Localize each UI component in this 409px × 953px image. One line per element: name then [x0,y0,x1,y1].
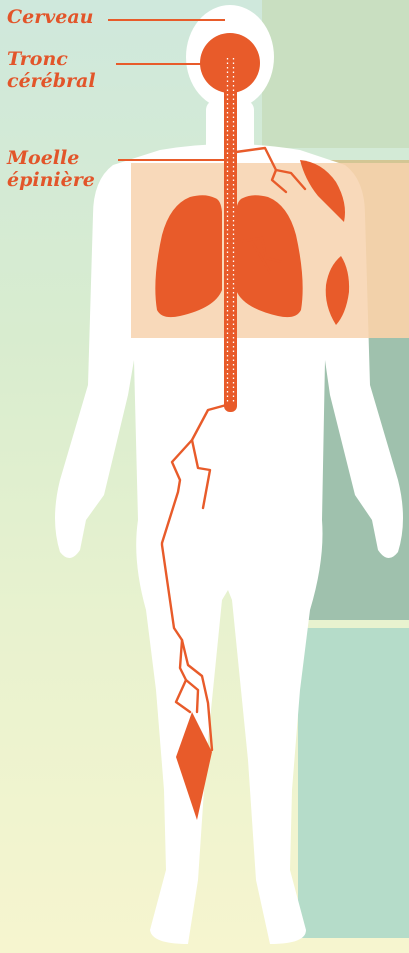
label-cerveau: Cerveau [7,6,93,28]
label-tronc-cerebral: Tronc cérébral [7,48,96,92]
label-moelle-epiniere: Moelle épinière [7,147,95,191]
label-moelle-line1: Moelle [7,147,95,169]
label-tronc-line1: Tronc [7,48,96,70]
label-moelle-line2: épinière [7,169,95,191]
spinal-cord [224,50,237,412]
label-tronc-line2: cérébral [7,70,96,92]
